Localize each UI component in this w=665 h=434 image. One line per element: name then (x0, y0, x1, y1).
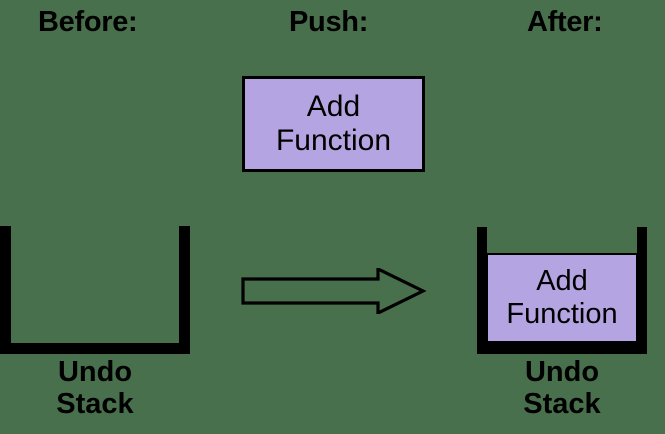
stack-wall-bottom (0, 343, 190, 354)
stack-wall-bottom (477, 343, 647, 354)
push-item-label-line2: Function (275, 124, 392, 157)
undo-stack-item-label-line2: Function (506, 298, 618, 330)
caption-after-line2: Stack (523, 387, 601, 420)
caption-before-line2: Stack (56, 387, 134, 420)
push-item-card: Add Function (242, 76, 425, 172)
undo-stack-item: Add Function (486, 253, 638, 343)
column-header-push: Push: (289, 6, 369, 38)
caption-after-line1: Undo (524, 356, 600, 388)
push-item-label-line1: Add (306, 90, 361, 124)
undo-stack-after-caption: Undo Stack (477, 356, 647, 421)
stack-wall-right (637, 227, 647, 354)
undo-stack-item-label-line1: Add (536, 265, 588, 298)
caption-before-line1: Undo (57, 356, 133, 388)
column-header-after: After: (527, 6, 603, 38)
undo-stack-before-caption: Undo Stack (0, 356, 190, 421)
undo-stack-after (477, 227, 647, 354)
stack-wall-right (179, 226, 190, 354)
stack-wall-left (477, 227, 487, 354)
stack-wall-left (0, 226, 11, 354)
push-arrow-icon (241, 268, 427, 314)
undo-stack-before (0, 226, 190, 354)
push-arrow-outline (241, 268, 427, 314)
column-header-before: Before: (38, 6, 138, 38)
